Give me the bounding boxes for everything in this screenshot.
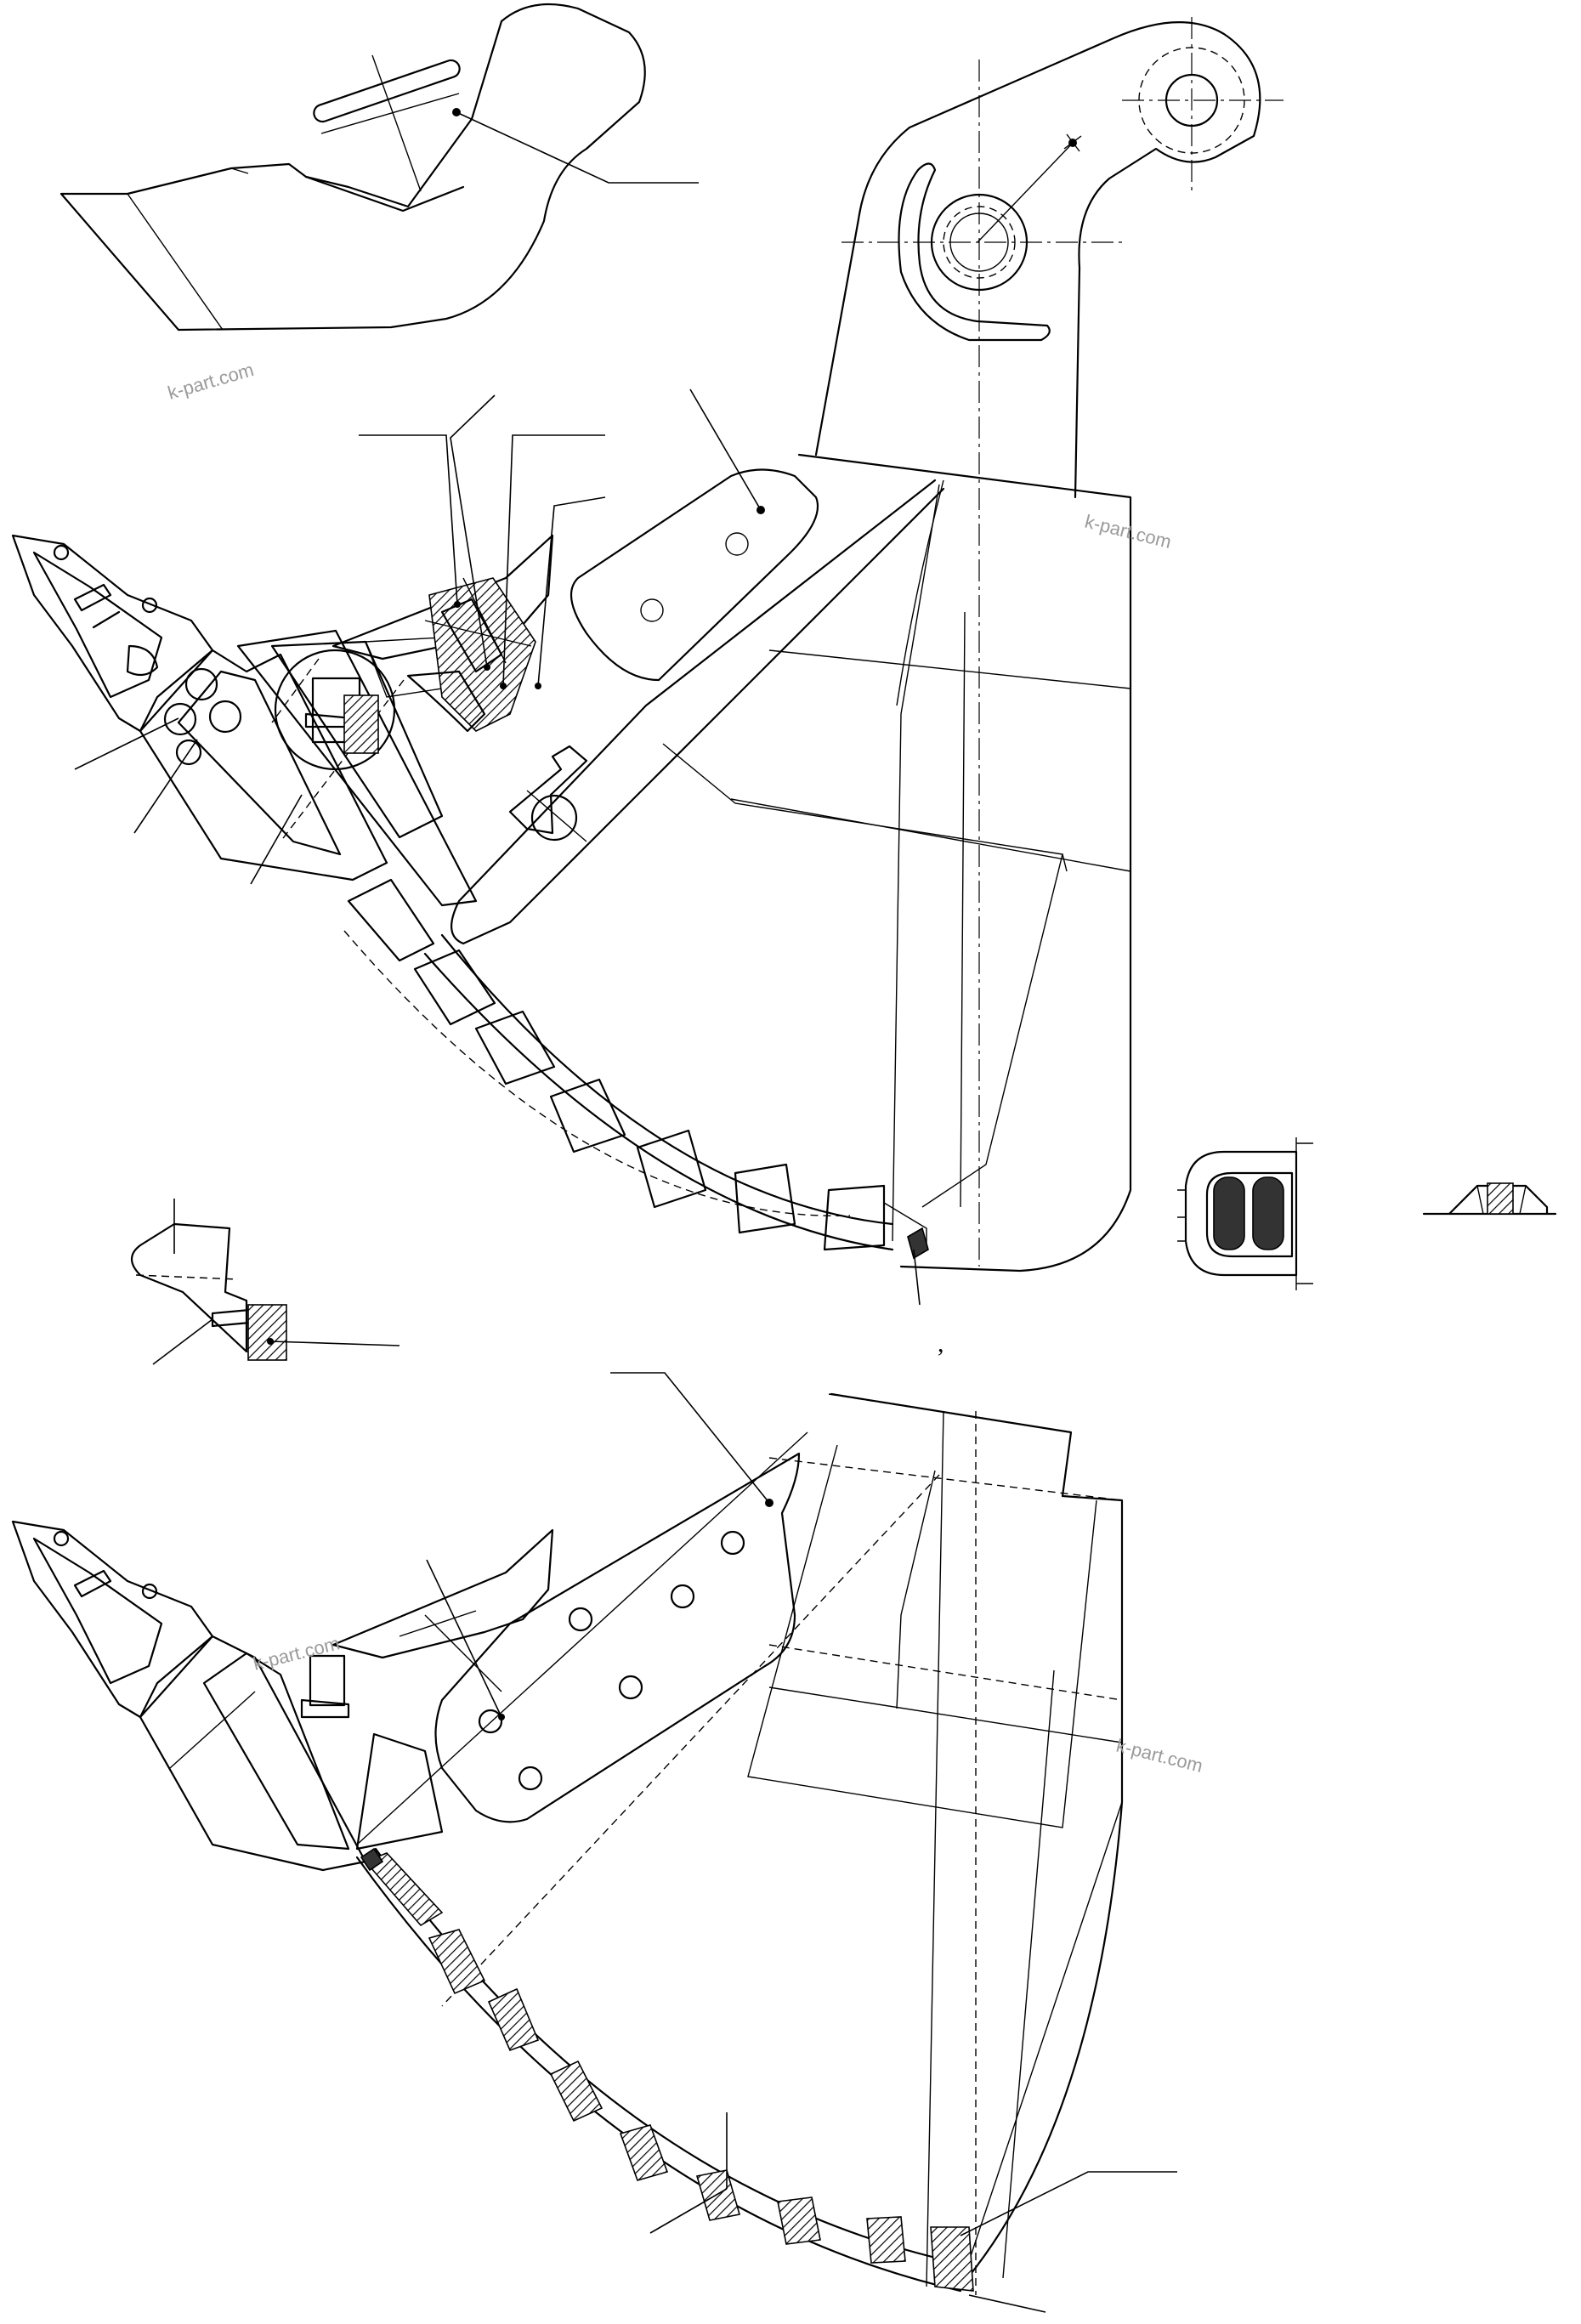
watermark-4: k-part.com <box>1114 1735 1205 1777</box>
profile-section-view <box>1422 1182 1557 1216</box>
side-shroud-plate-view <box>60 3 699 332</box>
watermark-2: k-part.com <box>1083 511 1174 553</box>
wear-segments-top <box>343 878 929 1306</box>
watermark-1: k-part.com <box>165 359 256 404</box>
segment-detail-view: , <box>130 1199 944 1365</box>
slot-detail-view <box>1177 1137 1313 1290</box>
wear-segments-bottom <box>355 1847 1177 2313</box>
comma-mark: , <box>938 1329 944 1358</box>
bucket-assembly-view-2 <box>11 1372 1177 2313</box>
bucket-assembly-view-1 <box>11 17 1284 1306</box>
watermark-3: k-part.com <box>251 1632 342 1674</box>
